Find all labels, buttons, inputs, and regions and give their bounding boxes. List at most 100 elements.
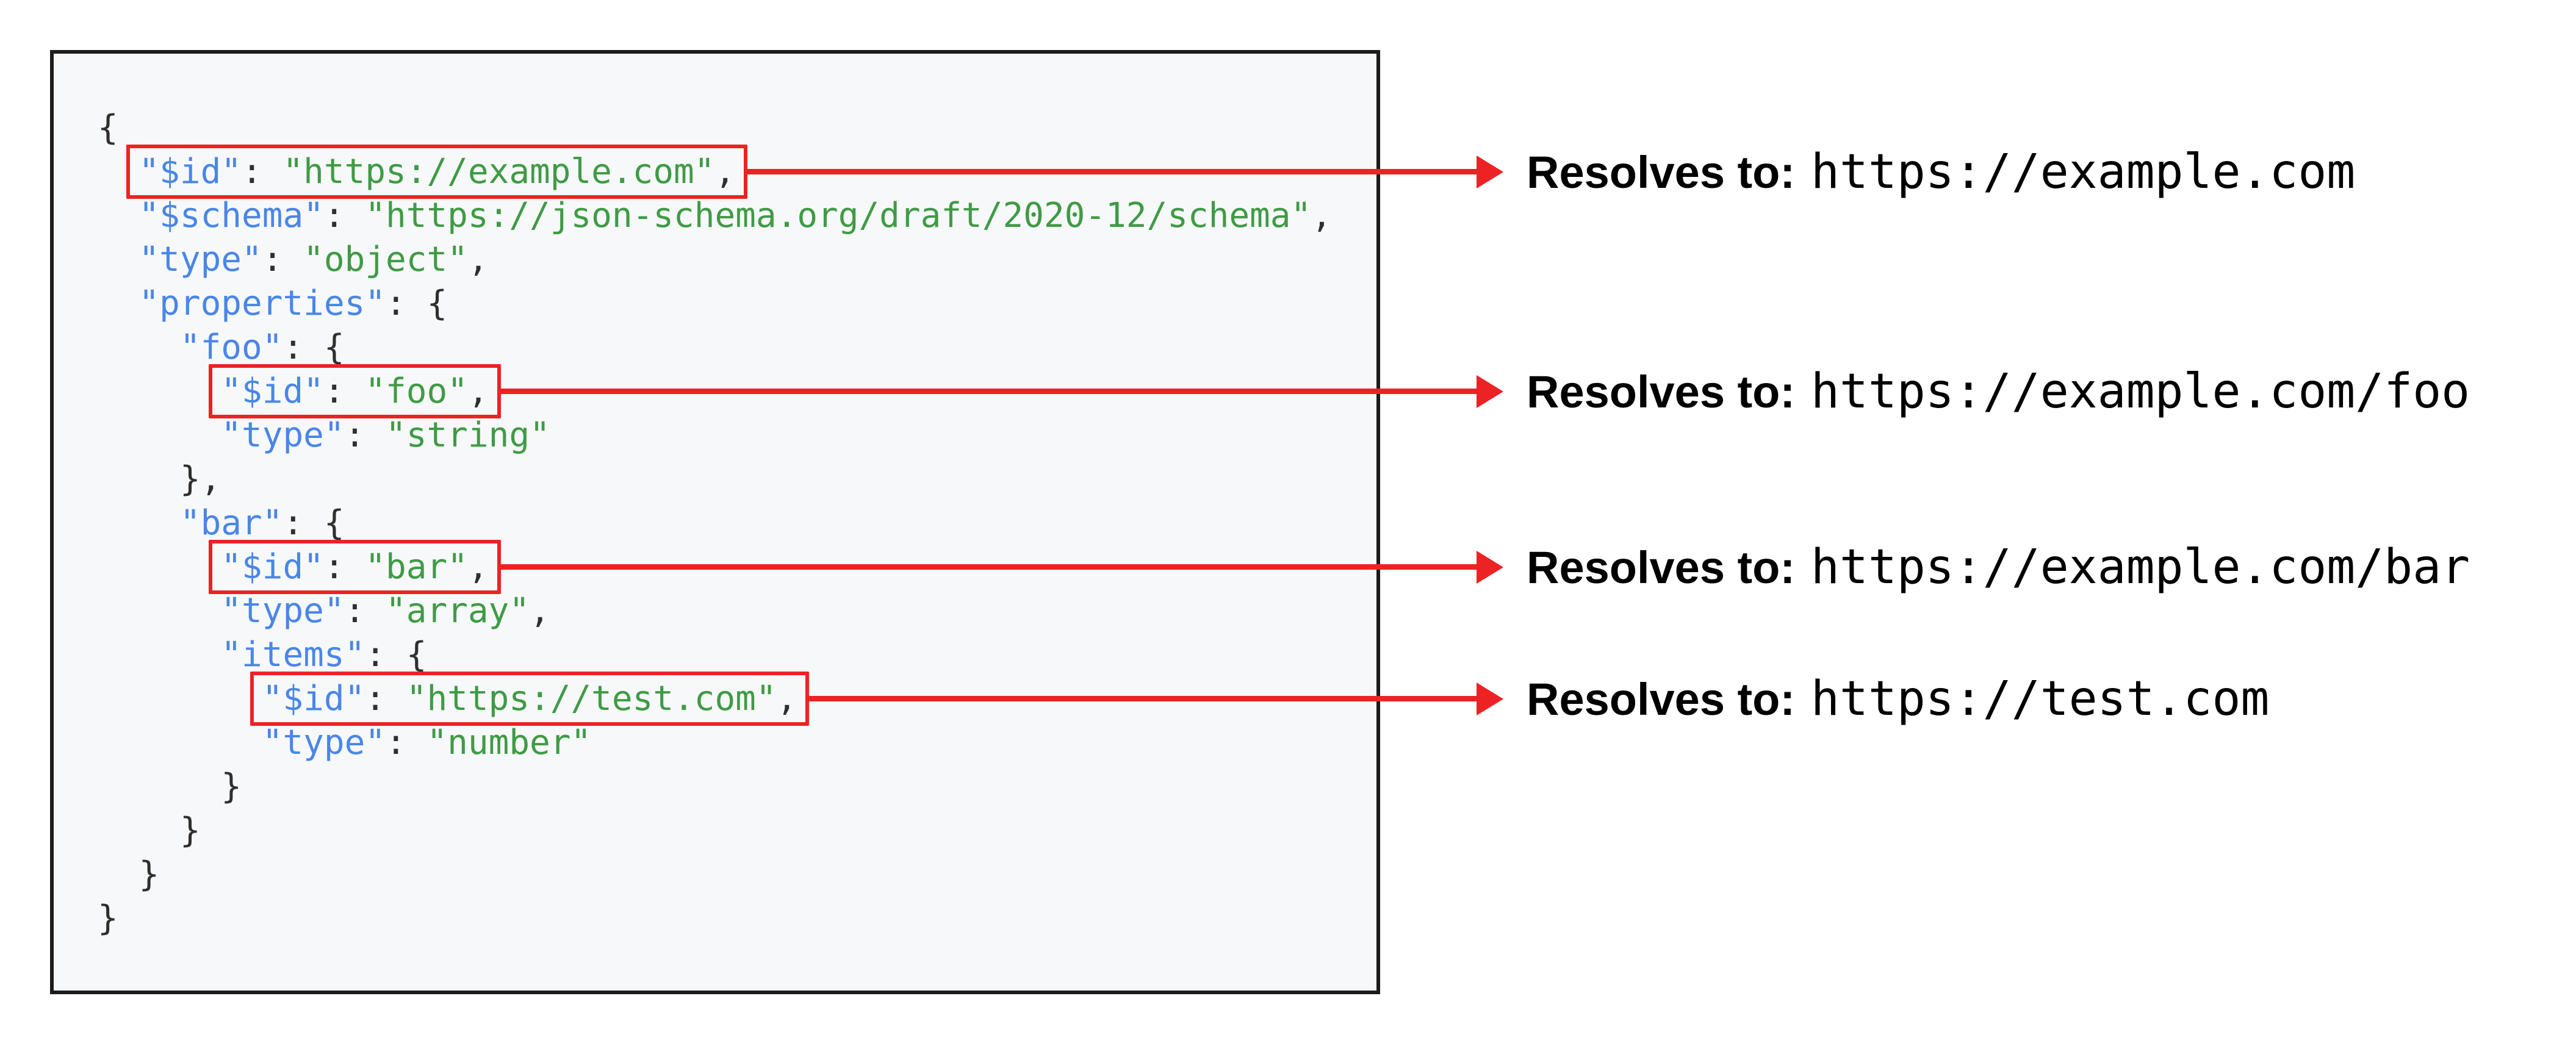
resolution-annotation: Resolves to: https://example.com <box>1527 145 2355 199</box>
code-line: "$id": "https://example.com", <box>98 145 1376 199</box>
resolution-value: https://example.com <box>1811 144 2356 199</box>
code-token-punct: : { <box>282 328 345 367</box>
resolution-label: Resolves to: <box>1527 673 1796 725</box>
code-line: "type": "number" <box>98 721 1376 765</box>
code-token-punct: : <box>365 679 406 719</box>
code-token-key: "$id" <box>221 547 324 587</box>
code-line: "type": "array", <box>98 589 1376 633</box>
code-token-punct: : <box>242 152 283 192</box>
code-token-punct: : <box>386 723 427 762</box>
code-indent <box>98 284 139 323</box>
code-token-punct: } <box>179 811 201 850</box>
arrowhead-icon <box>1477 375 1503 408</box>
code-line: }, <box>98 457 1376 501</box>
id-highlight-box: "$id": "bar", <box>209 540 501 594</box>
code-line: } <box>98 765 1376 809</box>
code-indent <box>98 591 221 631</box>
code-token-punct: : <box>323 196 365 235</box>
code-line: } <box>98 897 1376 941</box>
resolution-value: https://example.com/foo <box>1811 364 2470 419</box>
code-token-string: "array" <box>386 591 530 631</box>
code-token-key: "type" <box>221 415 345 455</box>
code-token-punct: } <box>139 855 160 894</box>
code-indent <box>98 635 221 675</box>
code-line: "items": { <box>98 633 1376 677</box>
code-indent <box>98 855 139 894</box>
code-token-key: "$id" <box>221 371 324 411</box>
code-token-key: "$id" <box>262 679 365 719</box>
arrow-connector <box>497 389 1480 394</box>
code-token-punct: } <box>221 767 242 806</box>
code-token-key: "bar" <box>179 503 283 543</box>
code-token-key: "items" <box>221 635 365 675</box>
code-line: } <box>98 853 1376 897</box>
code-indent <box>98 196 139 235</box>
code-indent <box>98 415 221 455</box>
code-token-string: "number" <box>426 723 592 762</box>
code-token-key: "type" <box>262 723 386 762</box>
code-indent <box>98 328 180 367</box>
code-token-string: "foo" <box>365 371 468 411</box>
code-token-punct: , <box>467 240 489 279</box>
code-line: } <box>98 809 1376 853</box>
arrowhead-icon <box>1477 550 1503 584</box>
code-token-string: "object" <box>303 240 468 279</box>
code-token-punct: : { <box>386 284 448 323</box>
code-indent <box>98 679 262 719</box>
resolution-annotation: Resolves to: https://example.com/bar <box>1527 540 2470 595</box>
code-token-string: "https://example.com" <box>282 152 715 192</box>
code-token-punct: }, <box>179 459 221 499</box>
code-token-key: "type" <box>139 240 262 279</box>
code-token-punct: : { <box>365 635 427 675</box>
resolution-annotation: Resolves to: https://test.com <box>1527 672 2269 726</box>
code-line: "type": "string" <box>98 414 1376 457</box>
id-highlight-box: "$id": "https://test.com", <box>250 672 810 726</box>
code-token-punct: : <box>262 240 304 279</box>
code-token-key: "$schema" <box>139 196 324 235</box>
arrow-connector <box>497 564 1480 570</box>
code-token-punct: : <box>344 591 386 631</box>
code-line: "foo": { <box>98 326 1376 370</box>
code-token-string: "string" <box>386 415 550 455</box>
code-token-punct: , <box>1311 196 1332 235</box>
code-indent <box>98 723 262 762</box>
code-line: "properties": { <box>98 282 1376 326</box>
code-token-key: "type" <box>221 591 345 631</box>
id-highlight-box: "$id": "foo", <box>209 364 501 418</box>
code-token-string: "bar" <box>365 547 468 587</box>
code-line: { <box>98 106 1376 150</box>
code-token-punct: : <box>323 547 365 587</box>
arrowhead-icon <box>1477 155 1503 188</box>
arrow-connector <box>806 696 1480 701</box>
code-token-punct: : <box>323 371 365 411</box>
code-token-punct: : { <box>282 503 345 543</box>
code-token-string: "https://json-schema.org/draft/2020-12/s… <box>365 196 1312 235</box>
code-token-string: "https://test.com" <box>406 679 777 719</box>
resolution-label: Resolves to: <box>1527 366 1796 417</box>
code-token-punct: , <box>530 591 550 631</box>
resolution-annotation: Resolves to: https://example.com/foo <box>1527 364 2470 419</box>
code-indent <box>98 371 221 411</box>
arrow-connector <box>744 169 1480 174</box>
code-token-key: "properties" <box>139 284 386 323</box>
resolution-value: https://example.com/bar <box>1811 539 2470 595</box>
arrowhead-icon <box>1477 682 1503 715</box>
code-line: "$id": "https://test.com", <box>98 672 1376 726</box>
code-token-punct: , <box>467 547 489 587</box>
resolution-label: Resolves to: <box>1527 146 1796 198</box>
code-indent <box>98 459 180 499</box>
code-panel: { "$id": "https://example.com", "$schema… <box>50 50 1380 994</box>
code-token-key: "$id" <box>139 152 242 192</box>
code-line: "$id": "foo", <box>98 364 1376 418</box>
code-indent <box>98 503 180 543</box>
code-line: "$id": "bar", <box>98 540 1376 594</box>
resolution-value: https://test.com <box>1811 671 2270 726</box>
code-token-punct: { <box>98 108 118 148</box>
code-line: "bar": { <box>98 501 1376 545</box>
code-token-punct: , <box>714 152 736 192</box>
code-token-punct: , <box>467 371 489 411</box>
id-highlight-box: "$id": "https://example.com", <box>126 145 748 199</box>
code-token-punct: } <box>98 898 118 938</box>
resolution-label: Resolves to: <box>1527 542 1796 593</box>
code-indent <box>98 547 221 587</box>
